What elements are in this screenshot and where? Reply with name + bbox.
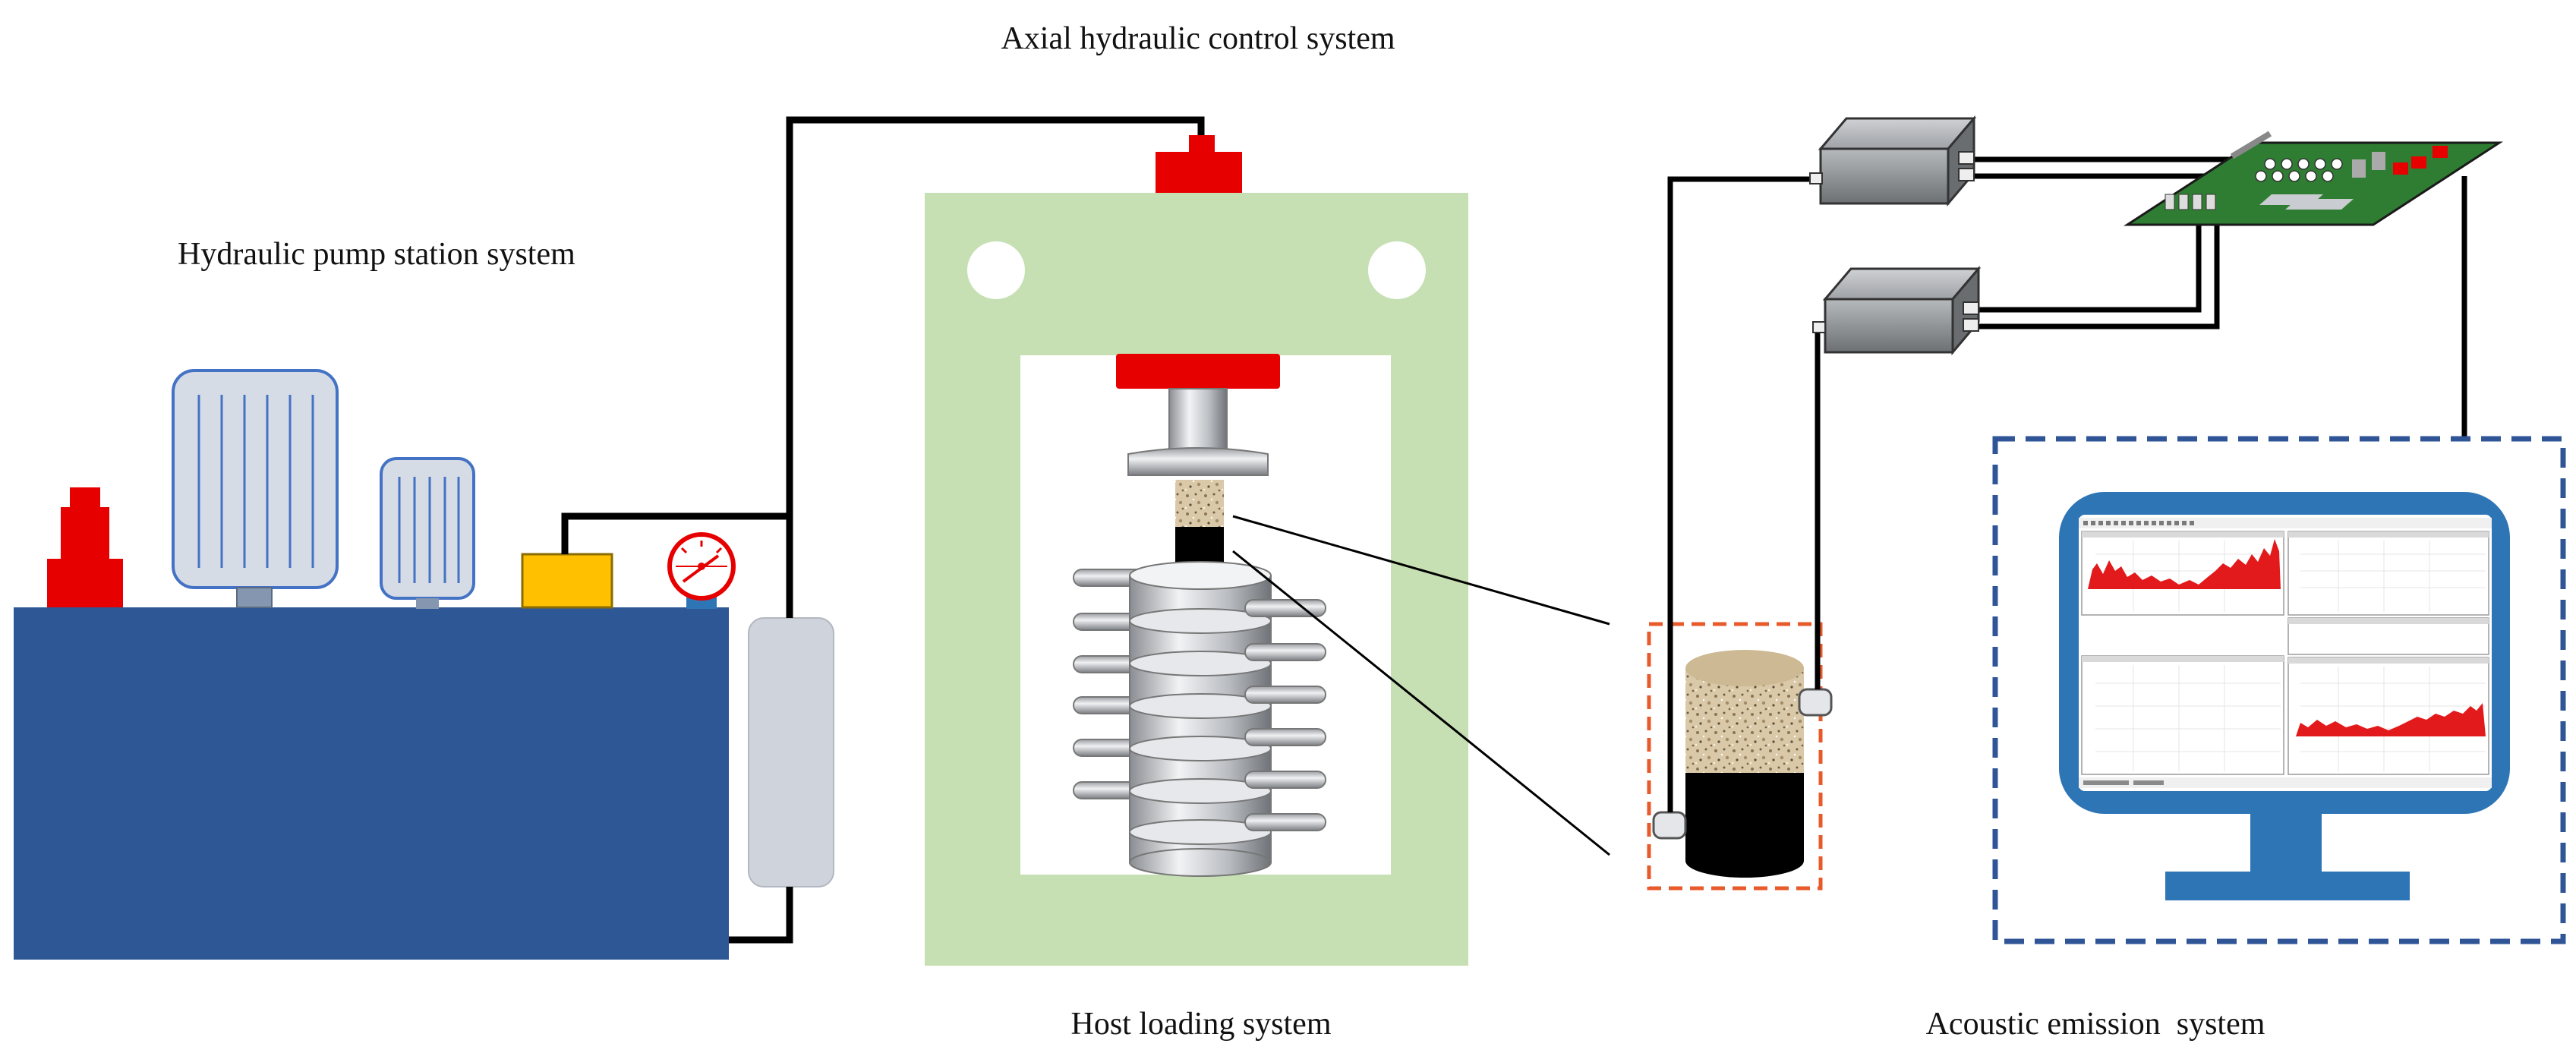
yellow-valve-block [521, 553, 613, 609]
hydraulic-pump-station [14, 369, 834, 960]
electric-motor-icon [172, 369, 339, 608]
hydraulic-pipes [561, 116, 1205, 944]
pressure-gauge-icon [667, 532, 736, 609]
loading-platen [1116, 354, 1280, 389]
pressure-cell [1129, 561, 1272, 877]
ae-computer-box [1992, 436, 2566, 944]
signal-cables [1667, 156, 2467, 812]
specimen-highlight-box [1647, 622, 1823, 891]
pump-station-caption: Hydraulic pump station system [178, 237, 575, 272]
host-loading-frame [925, 135, 1468, 966]
acoustic-emission-caption: Acoustic emission system [1926, 1007, 2265, 1042]
oil-tank [14, 607, 729, 960]
preamplifier-icon [1809, 115, 1977, 207]
acquisition-card-icon [2123, 131, 2504, 226]
red-valve-icon [47, 487, 123, 607]
ae-signal-top-left [2088, 539, 2281, 589]
plot-panels [2081, 531, 2489, 775]
zoom-leader-lines [1232, 515, 1610, 856]
specimen-detail [1647, 622, 1833, 891]
accumulator [748, 617, 834, 887]
acoustic-sensor-icon [1652, 688, 1833, 840]
host-loading-caption: Host loading system [1071, 1007, 1332, 1042]
panel-title-bars [2082, 531, 2489, 664]
toolbar-icons [2083, 521, 2194, 525]
axial-hydraulic-caption: Axial hydraulic control system [1001, 21, 1395, 56]
specimen-in-frame [1175, 480, 1224, 527]
cooling-fins-right [1244, 599, 1326, 831]
ae-signal-bottom-right [2296, 703, 2486, 736]
ae-software-screen [2079, 518, 2492, 788]
small-motor-icon [380, 457, 475, 609]
preamplifier-icon [1812, 265, 1982, 356]
axial-actuator-icon [1156, 135, 1242, 193]
